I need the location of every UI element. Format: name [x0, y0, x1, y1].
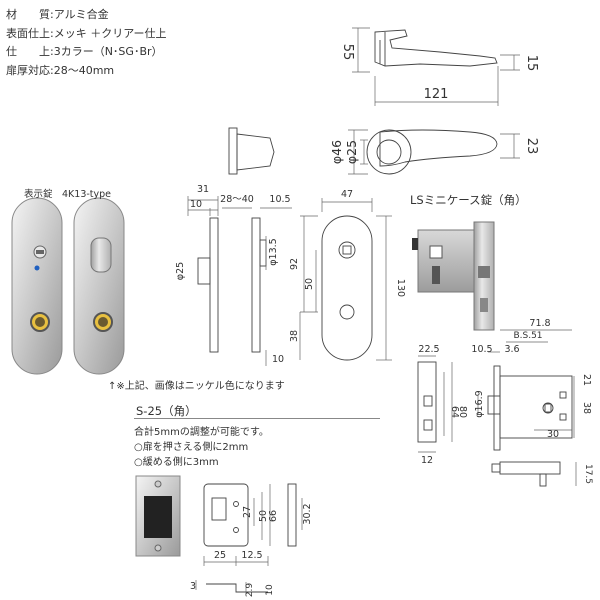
ls-dim-38: 38 — [581, 402, 592, 414]
ls-dim-17-5: 17.5 — [583, 464, 593, 484]
s25-dim-3: 3 — [190, 581, 196, 592]
ls-dim-12: 12 — [421, 455, 433, 466]
ind-dim-phi13-5: φ13.5 — [268, 238, 279, 265]
s25-line3: ○緩める側に3mm — [134, 457, 219, 468]
s25-divider — [134, 418, 380, 419]
ls-dim-80: 80 — [457, 406, 468, 418]
rose-inner-dim: φ25 — [344, 140, 359, 164]
ls-dim-22-5: 22.5 — [418, 344, 439, 355]
ls-drawing — [417, 329, 577, 487]
s25-line1: 合計5mmの調整が可能です。 — [134, 427, 269, 438]
ind-dim-10-5: 10.5 — [269, 194, 290, 205]
ls-dim-bs51: B.S.51 — [513, 331, 542, 341]
s25-dim-10: 10 — [265, 584, 275, 596]
s25-dim-2-9: 2.9 — [245, 583, 255, 598]
ls-dim-10-5: 10.5 — [471, 344, 492, 355]
ls-dim-71-8: 71.8 — [529, 318, 550, 329]
ind-dim-31: 31 — [197, 184, 209, 195]
indicator-side-drawing — [187, 196, 292, 366]
lever-thickness-dim: 15 — [524, 55, 539, 72]
s25-dim-25: 25 — [214, 550, 226, 561]
ls-dim-30: 30 — [547, 429, 559, 440]
ind-dim-47: 47 — [341, 189, 353, 200]
s25-dim-27: 27 — [242, 506, 253, 518]
ind-dim-phi25: φ25 — [175, 262, 186, 280]
lever-length-dim: 121 — [424, 87, 449, 102]
indicator-caption: 表示錠 4K13-type — [24, 189, 112, 200]
rose-width-dim: 23 — [524, 138, 539, 155]
indicator-blue-dot — [34, 265, 40, 271]
ind-dim-38: 38 — [289, 330, 300, 342]
s25-dim-12-5: 12.5 — [241, 550, 262, 561]
s25-drawing — [195, 483, 303, 594]
ls-dim-phi16-9: φ16.9 — [474, 390, 485, 417]
spec-material: 材 質:アルミ合金 — [6, 8, 109, 21]
ls-case-lock-photo — [412, 221, 495, 331]
ind-dim-10: 10 — [190, 199, 202, 210]
lever-top-drawing — [228, 127, 520, 175]
ind-dim-92: 92 — [289, 258, 300, 270]
ind-dim-28-40: 28～40 — [220, 194, 254, 205]
indicator-photo — [11, 197, 125, 375]
s25-title: S-25（角） — [136, 404, 197, 418]
ind-dim-130: 130 — [395, 279, 406, 297]
s25-photo — [135, 475, 181, 557]
s25-dim-30-2: 30.2 — [302, 503, 313, 524]
ls-dim-64: 64 — [449, 406, 460, 418]
spec-door-thickness: 扉厚対応:28～40mm — [6, 63, 115, 77]
ls-dim-3-6: 3.6 — [504, 344, 519, 355]
lever-height-dim: 55 — [340, 44, 355, 61]
s25-dim-50: 50 — [258, 510, 269, 522]
ind-dim-50: 50 — [304, 278, 315, 290]
ls-title: LSミニケース錠（角） — [410, 193, 527, 207]
s25-dim-66: 66 — [268, 510, 279, 522]
ind-dim-10b: 10 — [272, 354, 284, 365]
ls-dim-21: 21 — [581, 374, 592, 386]
spec-finish: 表面仕上:メッキ ＋クリアー仕上 — [6, 26, 167, 40]
indicator-front-drawing — [299, 198, 392, 361]
s25-line2: ○扉を押さえる側に2mm — [134, 442, 249, 453]
spec-list: 材 質:アルミ合金 表面仕上:メッキ ＋クリアー仕上 仕 上:3カラー（N･SG… — [6, 6, 167, 80]
nickel-note: ↑※上記、画像はニッケル色になります — [108, 381, 285, 392]
spec-colors: 仕 上:3カラー（N･SG･Br） — [6, 45, 163, 58]
rose-outer-dim: φ46 — [329, 140, 344, 164]
lever-side-drawing — [352, 27, 520, 106]
